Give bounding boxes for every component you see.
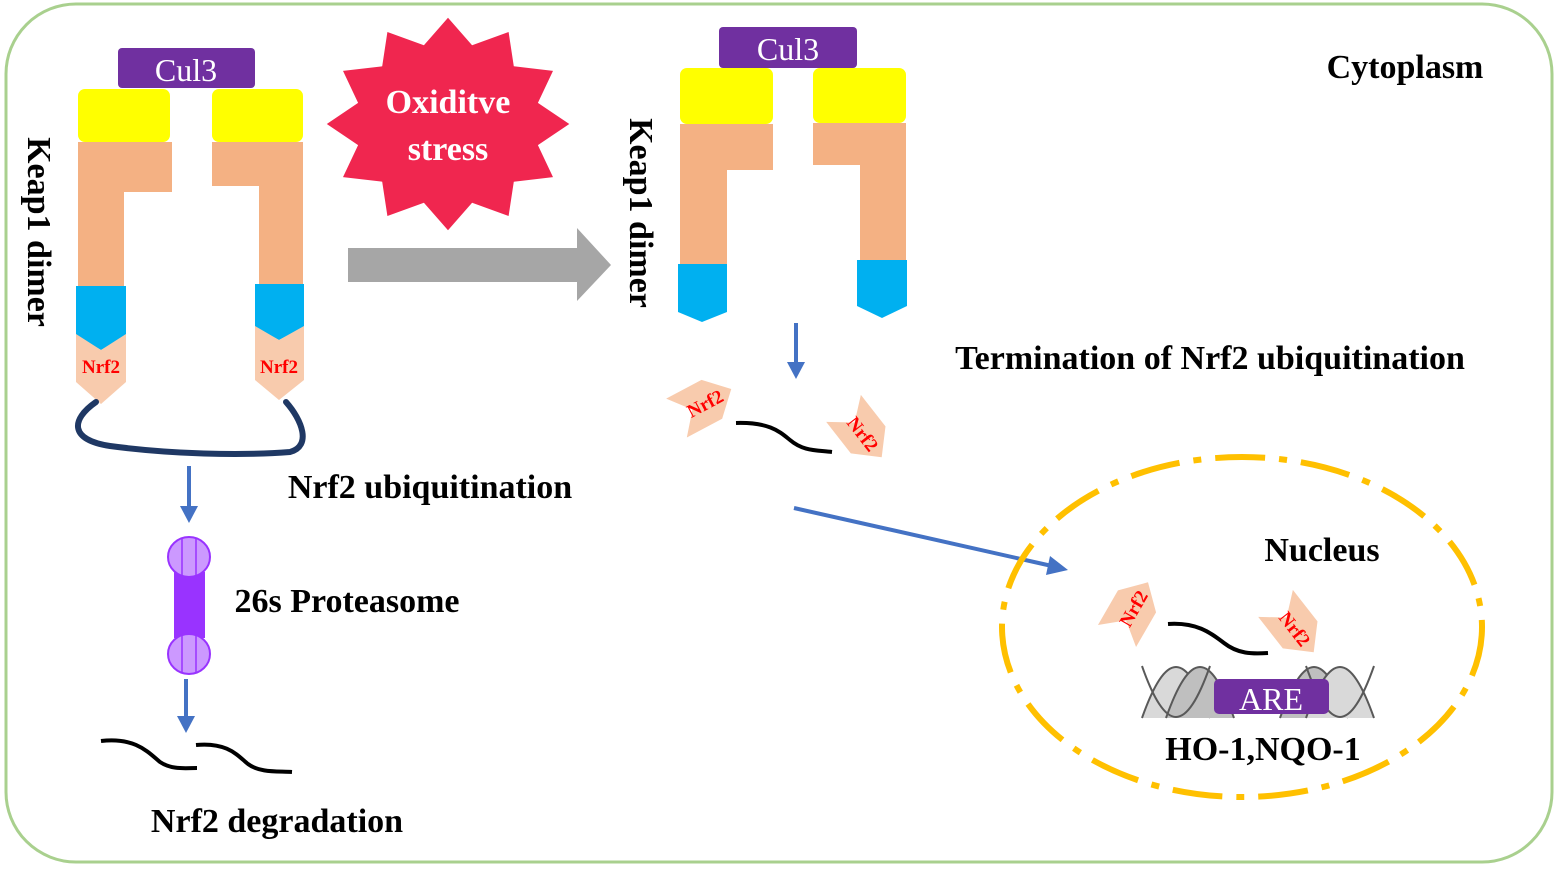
free-nrf2-linker — [735, 420, 833, 454]
keap1-dimer-label-left: Keap1 dimer — [20, 137, 57, 327]
oxidative-stress-label-line1: Oxiditve — [386, 84, 511, 121]
degraded-fragment-b — [195, 742, 293, 774]
keap1-btb-left-b — [212, 89, 303, 142]
nrf2-bound-left-a — [76, 334, 126, 404]
proteasome-label: 26s Proteasome — [234, 583, 459, 620]
cul3-label-left: Cul3 — [155, 52, 217, 88]
cell-membrane — [4, 2, 1554, 864]
nuclear-nrf2-linker — [1167, 621, 1269, 656]
keap1-kelch-left-b — [255, 284, 304, 340]
arrow-to-free-nrf2 — [787, 323, 805, 379]
free-nrf2-cytoplasm: Nrf2 Nrf2 — [666, 379, 886, 458]
keap1-dimer-left: Cul3 Nrf2 Nrf2 Keap1 dimer — [20, 48, 306, 457]
stress-star-shape — [326, 17, 570, 231]
oxidative-stress-burst: Oxiditve stress — [326, 17, 570, 231]
keap1-dimer-label-right: Keap1 dimer — [622, 118, 659, 308]
transition-arrow — [348, 228, 611, 301]
proteasome-icon — [167, 536, 211, 675]
oxidative-stress-label-line2: stress — [408, 131, 489, 168]
keap1-btb-left-a — [78, 89, 170, 142]
keap1-kelch-right-b — [857, 260, 907, 318]
nrf2-bound-left-b — [255, 326, 304, 400]
nrf2-label-left-b: Nrf2 — [260, 357, 298, 378]
arrow-to-degradation — [177, 679, 195, 733]
cul3-box-right — [719, 27, 857, 68]
cul3-box-left — [118, 48, 255, 88]
cytoplasm-label: Cytoplasm — [1327, 49, 1484, 86]
keap1-kelch-left-a — [76, 286, 126, 350]
keap1-btb-right-b — [813, 68, 906, 123]
nrf2-label-left-a: Nrf2 — [82, 357, 120, 378]
nucleus: Nucleus Nrf2 Nrf2 ARE HO-1,NQO-1 — [999, 454, 1485, 800]
nrf2-ubiquitination-label: Nrf2 ubiquitination — [288, 469, 572, 506]
degradation-pathway: 26s Proteasome Nrf2 degradation — [100, 466, 460, 840]
degraded-fragment-a — [100, 738, 198, 771]
free-nrf2-unit-a: Nrf2 — [666, 379, 732, 438]
nuclear-nrf2-unit-b: Nrf2 — [1258, 589, 1318, 653]
arrow-to-proteasome — [180, 466, 198, 523]
keap1-btb-right-a — [680, 68, 773, 124]
are-label: ARE — [1239, 681, 1303, 717]
termination-label: Termination of Nrf2 ubiquitination — [955, 340, 1465, 377]
nucleus-label: Nucleus — [1264, 532, 1379, 569]
keap1-ivr-right-b — [813, 123, 906, 260]
nrf2-degradation-label: Nrf2 degradation — [151, 803, 403, 840]
free-nrf2-unit-b: Nrf2 — [826, 394, 886, 458]
nuclear-envelope — [999, 454, 1485, 800]
arrow-to-nucleus — [793, 506, 1068, 575]
keap1-ivr-left-a — [78, 142, 172, 286]
keap1-ivr-right-a — [680, 124, 773, 264]
nuclear-nrf2-unit-a: Nrf2 — [1097, 582, 1157, 647]
keap1-dimer-right: Cul3 Keap1 dimer — [622, 27, 907, 322]
keap1-ivr-left-b — [212, 142, 303, 284]
are-box — [1214, 679, 1329, 714]
target-genes-label: HO-1,NQO-1 — [1165, 731, 1360, 768]
ubiquitin-chain — [75, 399, 306, 457]
keap1-kelch-right-a — [678, 264, 727, 322]
cul3-label-right: Cul3 — [757, 31, 819, 67]
